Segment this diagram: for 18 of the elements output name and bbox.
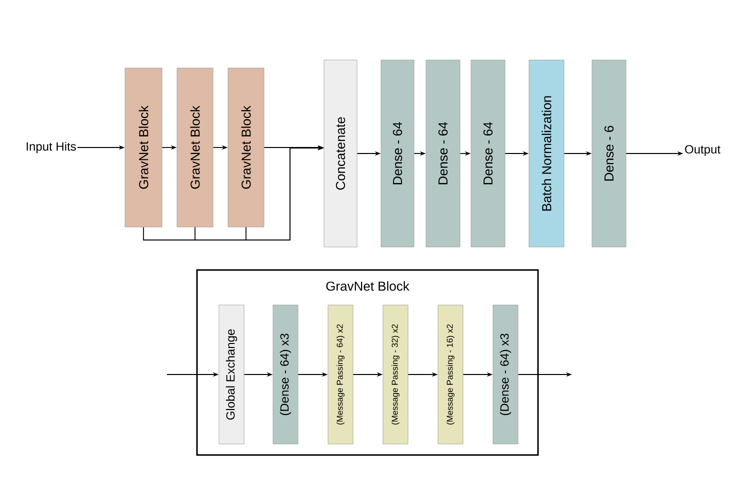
layer-box: Batch Normalization — [528, 60, 564, 248]
layer-box: (Dense - 64) x3 — [492, 304, 518, 444]
layer-box: Dense - 64 — [426, 60, 460, 248]
layer-box: Concatenate — [324, 60, 358, 248]
layer-box: Dense - 6 — [592, 60, 626, 248]
block-title: GravNet Block — [326, 281, 410, 291]
block-box: GravNet Block — [124, 68, 162, 228]
output-label: Output — [685, 145, 720, 156]
layer-box: (Message Passing - 32) x2 — [382, 304, 408, 444]
layer-box: (Message Passing - 16) x2 — [438, 304, 464, 444]
block-box: GravNet Block — [176, 68, 214, 228]
layer-box: (Message Passing - 64) x2 — [328, 304, 354, 444]
layer-box: Dense - 64 — [470, 60, 506, 248]
layer-box: Dense - 64 — [380, 60, 414, 248]
layer-box: Global Exchange — [218, 304, 244, 444]
layer-box: (Dense - 64) x3 — [272, 304, 298, 444]
input-label: Input Hits — [26, 142, 76, 154]
block-box: GravNet Block — [228, 68, 264, 228]
